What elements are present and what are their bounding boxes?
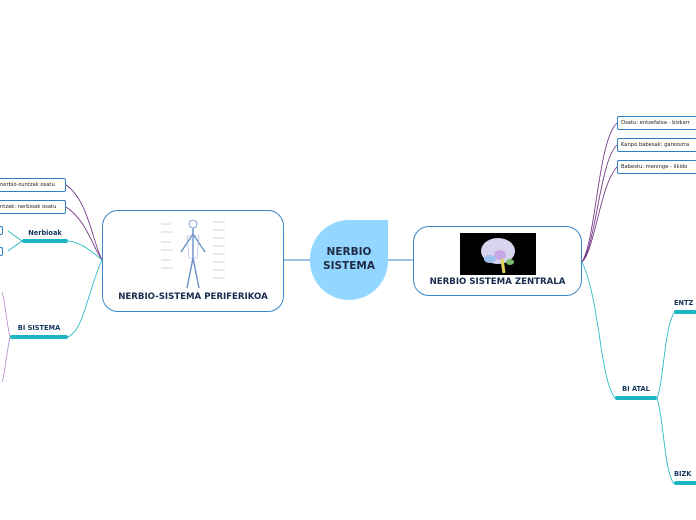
periferiko-node[interactable]: NERBIO-SISTEMA PERIFERIKOA xyxy=(102,210,284,312)
central-topic-label: NERBIO SISTEMA xyxy=(323,246,375,272)
branch-bi-atal-underline xyxy=(615,396,657,400)
link-left-leaf-1 xyxy=(65,184,103,261)
link-nerbioak-minis xyxy=(7,230,23,252)
link-right-leaf-2 xyxy=(581,144,618,263)
periferiko-title: NERBIO-SISTEMA PERIFERIKOA xyxy=(118,292,268,302)
zentrala-leaf-1[interactable]: Osatu: entzefaloa - bizkarr xyxy=(617,116,696,130)
zentrala-leaf-3[interactable]: Babestu: meninge - likido xyxy=(617,160,696,174)
branch-bi-atal-label[interactable]: BI ATAL xyxy=(622,385,650,393)
branch-entz-underline xyxy=(674,310,696,314)
branch-bi-sistema-underline xyxy=(10,335,68,339)
link-bi-atal-entz xyxy=(656,312,675,399)
branch-bi-sistema-label[interactable]: BI SISTEMA xyxy=(17,324,61,332)
human-body-icon xyxy=(157,216,229,292)
brain-icon xyxy=(460,233,536,275)
zentrala-title: NERBIO SISTEMA ZENTRALA xyxy=(429,277,566,287)
nerbioak-sub-node-2[interactable] xyxy=(0,247,3,256)
branch-bizk-underline xyxy=(674,481,696,485)
link-bi-sistema-bracket xyxy=(1,291,11,383)
link-bi-atal-bizk xyxy=(656,397,675,485)
link-right-leaf-3 xyxy=(581,166,618,263)
branch-entz-label[interactable]: ENTZ xyxy=(674,299,694,307)
link-right-bi-atal xyxy=(581,261,616,399)
zentrala-leaf-2[interactable]: Kanpo babesak: garezurra xyxy=(617,138,696,152)
nerbioak-sub-node-1[interactable] xyxy=(0,226,3,235)
central-topic[interactable]: NERBIO SISTEMA xyxy=(310,220,388,300)
link-right-leaf-1 xyxy=(581,122,618,263)
link-left-leaf-2 xyxy=(65,206,103,261)
zentrala-node[interactable]: NERBIO SISTEMA ZENTRALA xyxy=(413,226,582,296)
periferiko-leaf-2[interactable]: ntzak: nerbioak osatu xyxy=(0,200,66,214)
link-left-nerbioak xyxy=(67,240,103,261)
periferiko-leaf-1[interactable]: nerbio-zuntzak osatu xyxy=(0,178,66,192)
link-left-bi-sistema xyxy=(67,259,103,338)
branch-bizk-label[interactable]: BIZK xyxy=(674,470,692,478)
branch-nerbioak-label[interactable]: Nerbioak xyxy=(28,229,62,237)
branch-nerbioak-underline xyxy=(22,239,68,243)
